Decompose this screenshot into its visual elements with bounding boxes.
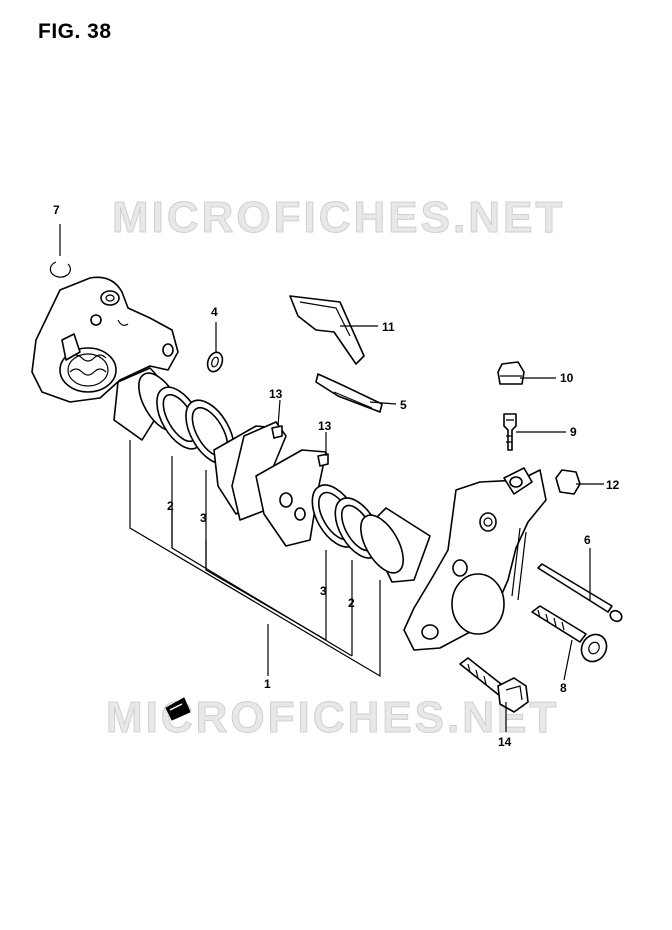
label-part-3b: 3 <box>320 584 327 598</box>
piston-right <box>360 507 431 583</box>
brake-pads <box>213 421 329 547</box>
caliper-housing-left <box>31 276 179 403</box>
caliper-bracket-right <box>403 467 547 651</box>
label-part-2a: 2 <box>167 499 174 513</box>
circlip-part-7 <box>49 261 71 278</box>
caliper-bolt-part-8 <box>531 605 608 663</box>
label-part-2b: 2 <box>348 596 355 610</box>
front-arrow-icon <box>165 697 191 721</box>
label-part-13b: 13 <box>318 419 332 433</box>
label-part-10: 10 <box>560 371 574 385</box>
label-part-11: 11 <box>382 320 395 334</box>
label-part-3a: 3 <box>200 511 207 525</box>
cap-part-12 <box>555 469 581 495</box>
washer-part-4 <box>206 351 224 373</box>
label-part-8: 8 <box>560 681 567 695</box>
bleeder-valve-part-9 <box>503 413 517 451</box>
label-part-1: 1 <box>264 677 271 691</box>
pad-spring-part-11 <box>289 295 365 365</box>
label-part-4: 4 <box>211 305 218 319</box>
label-part-14: 14 <box>498 735 512 749</box>
label-part-5: 5 <box>400 398 407 412</box>
label-part-12: 12 <box>606 478 620 492</box>
label-part-9: 9 <box>570 425 577 439</box>
leader-lines <box>59 224 604 732</box>
label-part-6: 6 <box>584 533 591 547</box>
figure-title: FIG. 38 <box>38 20 112 43</box>
watermark-bottom: MICROFICHES.NET <box>106 693 559 742</box>
pad-clip-part-5 <box>315 373 383 413</box>
watermark-top: MICROFICHES.NET <box>112 193 565 242</box>
bleeder-cap-part-10 <box>497 361 525 385</box>
flange-bolt-part-14 <box>459 657 529 713</box>
label-part-13a: 13 <box>269 387 283 401</box>
label-part-7: 7 <box>53 203 60 217</box>
pad-pin-part-6 <box>537 563 623 623</box>
